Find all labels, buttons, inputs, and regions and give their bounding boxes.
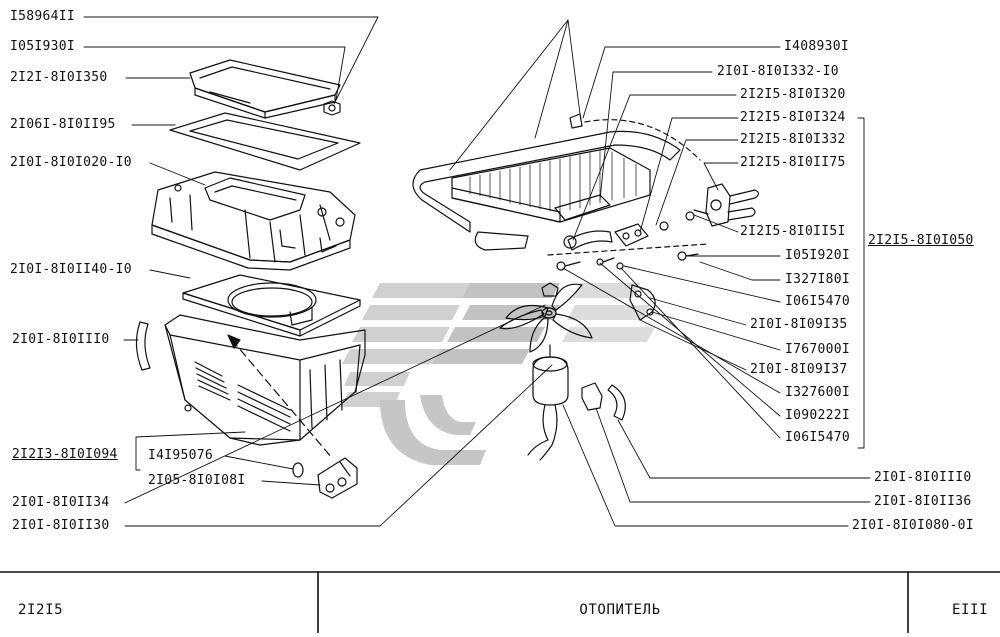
part-label: I408930I bbox=[784, 39, 850, 54]
part-label: 2I2I5-8I0I320 bbox=[740, 87, 846, 102]
axis-arrowhead bbox=[227, 334, 241, 349]
heater-housing-upper bbox=[151, 171, 356, 271]
part-label: 2I0I-8I0I332-I0 bbox=[717, 64, 839, 79]
footer-title-text: ОТОПИТЕЛЬ bbox=[579, 602, 661, 618]
part-label: I767000I bbox=[785, 342, 851, 357]
leader-lines bbox=[83, 16, 871, 527]
radiator-core bbox=[451, 147, 651, 223]
part-label: 2I0I-8I0III0 bbox=[874, 470, 972, 485]
group-label: 2I2I3-8I0I094 bbox=[12, 447, 118, 462]
part-label: I327600I bbox=[785, 385, 851, 400]
fan-motor bbox=[527, 344, 569, 461]
part-label: 2I0I-8I0II40-I0 bbox=[10, 262, 132, 277]
part-label: I05I930I bbox=[10, 39, 76, 54]
part-label: I05I920I bbox=[785, 248, 851, 263]
part-label: I06I5470 bbox=[785, 294, 851, 309]
fan-shroud-plate bbox=[182, 274, 361, 337]
part-label: 2I0I-8I0I020-I0 bbox=[10, 155, 132, 170]
part-label: I58964II bbox=[10, 9, 76, 24]
part-label: 2I2I5-8I0II5I bbox=[740, 224, 846, 239]
fan-impeller bbox=[499, 282, 593, 353]
title-block bbox=[0, 571, 1000, 634]
part-label: 2I2I-8I0I350 bbox=[10, 70, 108, 85]
inlet-pipe bbox=[563, 230, 613, 251]
assembly-label: 2I2I5-8I0I050 bbox=[868, 233, 974, 248]
small-nut bbox=[292, 462, 304, 478]
heater-valve bbox=[685, 183, 760, 227]
part-label: 2I0I-8I09I37 bbox=[750, 362, 848, 377]
part-label: 2I0I-8I0II34 bbox=[12, 495, 110, 510]
flap-valve bbox=[317, 457, 358, 499]
footer-title: ОТОПИТЕЛЬ bbox=[0, 602, 1000, 618]
cap bbox=[569, 113, 583, 129]
part-label: 2I0I-8I0II30 bbox=[12, 518, 110, 533]
part-label: I06I5470 bbox=[785, 430, 851, 445]
top-cover bbox=[189, 59, 341, 119]
footer-model-code: 2I2I5 bbox=[18, 602, 64, 618]
part-label: 2I2I5-8I0II75 bbox=[740, 155, 846, 170]
gasket-frame bbox=[169, 112, 361, 171]
part-label: 2I05-8I0I08I bbox=[148, 473, 246, 488]
part-label: 2I2I5-8I0I324 bbox=[740, 110, 846, 125]
valve-axis bbox=[547, 119, 709, 256]
part-label: 2I0I-8I09I35 bbox=[750, 317, 848, 332]
part-label: 2I0I-8I0III0 bbox=[12, 332, 110, 347]
watermark-logo bbox=[342, 283, 655, 465]
footer-page-code: EIII bbox=[952, 602, 989, 618]
heater-housing-lower bbox=[164, 314, 366, 446]
part-label: 2I2I5-8I0I332 bbox=[740, 132, 846, 147]
part-label: I090222I bbox=[785, 408, 851, 423]
part-label: 2I06I-8I0II95 bbox=[10, 117, 116, 132]
mounting-bracket bbox=[614, 223, 649, 247]
assembly-axis bbox=[231, 339, 333, 459]
nut bbox=[323, 100, 341, 116]
part-label: I4I95076 bbox=[148, 448, 214, 463]
clip-left bbox=[135, 321, 151, 371]
part-label: 2I0I-8I0I080-0I bbox=[852, 518, 974, 533]
clip-right bbox=[607, 384, 626, 421]
radiator-frame bbox=[412, 130, 681, 251]
part-label: 2I0I-8I0II36 bbox=[874, 494, 972, 509]
part-label: I327I80I bbox=[785, 272, 851, 287]
resistor bbox=[581, 382, 603, 411]
